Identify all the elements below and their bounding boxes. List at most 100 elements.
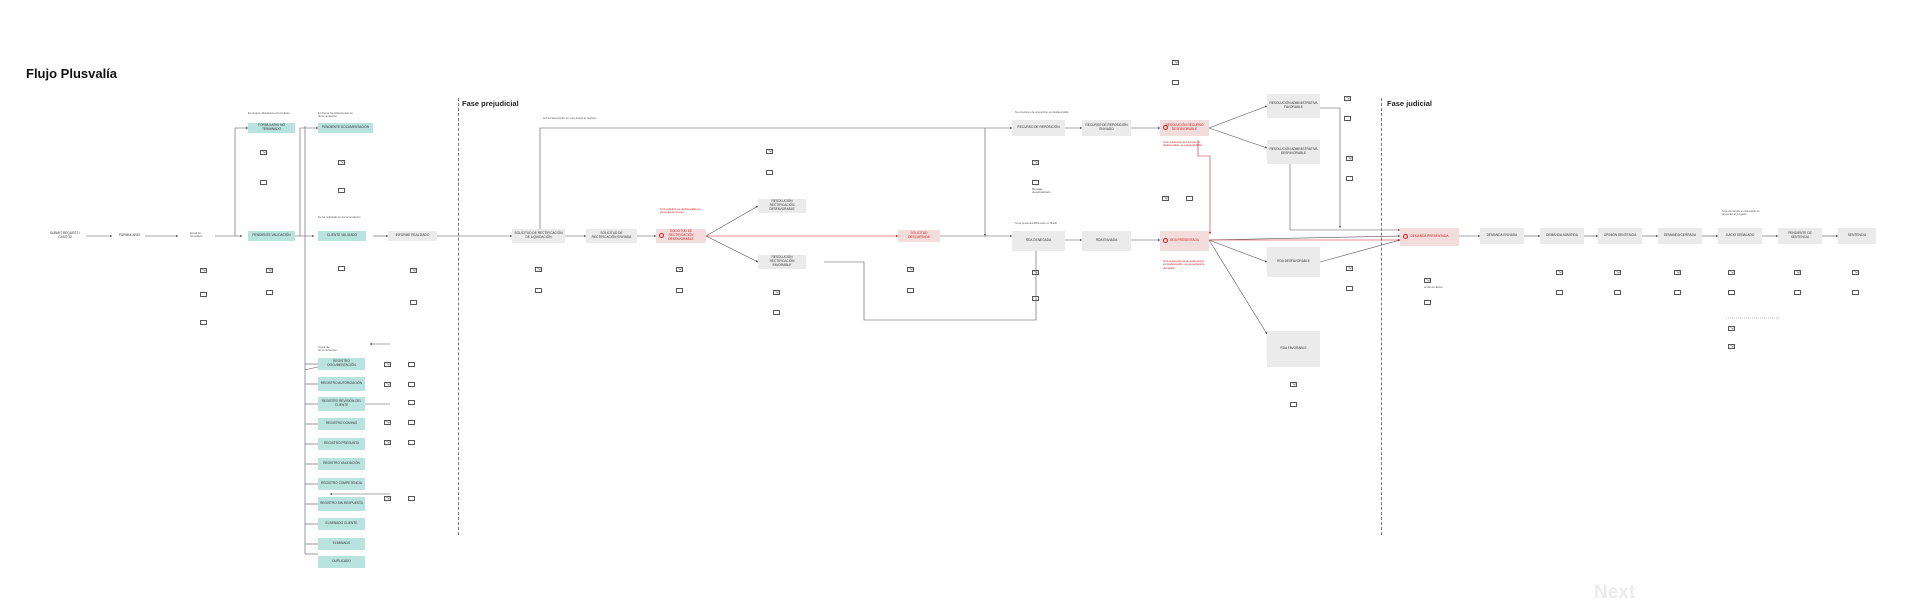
node-resolucion-admin-desfavorable[interactable]: RESOLUCIÓN ADMINISTRATIVA DESFAVORABLE bbox=[1267, 140, 1320, 164]
message-icon bbox=[200, 292, 207, 297]
node-rda-desfavorable[interactable]: RDA DESFAVORABLE bbox=[1267, 247, 1320, 277]
node-rda-presentada[interactable]: RDA PRESENTADA bbox=[1160, 231, 1209, 251]
connector bbox=[539, 126, 1013, 236]
node-duplicado[interactable]: DUPLICADO bbox=[318, 556, 365, 568]
mail-icon bbox=[384, 362, 391, 367]
node-eliminado[interactable]: ELIMINADO bbox=[318, 538, 365, 550]
message-icon bbox=[1614, 290, 1621, 295]
note-transcurrido-mes: Si ha transcurrido un mes desde el regis… bbox=[543, 116, 597, 120]
node-solicitud-descartada[interactable]: SOLICITUD DESCARTADA bbox=[898, 230, 940, 242]
node-rda-enviada[interactable]: RDA ENVIADA bbox=[1082, 231, 1131, 251]
mail-icon bbox=[1162, 196, 1169, 201]
mail-icon bbox=[535, 267, 542, 272]
node-registro-competencia[interactable]: REGISTRO COMPETENCIA bbox=[318, 478, 365, 490]
node-resolucion-desfavorable[interactable]: RESOLUCIÓN RECTIFICACIÓN DESFAVORABLE bbox=[758, 199, 806, 213]
connector bbox=[1208, 239, 1268, 335]
message-icon bbox=[408, 496, 415, 501]
node-recurso-enviado[interactable]: RECURSO DE REPOSICIÓN ENVIADO bbox=[1082, 120, 1131, 136]
note-demanda-favorable: Si la demanda es favorable se presenta a… bbox=[1722, 209, 1760, 217]
node-pendiente-validacion[interactable]: PENDIENTE VALIDACIÓN bbox=[248, 231, 295, 241]
message-icon bbox=[408, 420, 415, 425]
node-cliente-validado[interactable]: CLIENTE VALIDADO bbox=[318, 231, 366, 241]
mail-icon bbox=[1728, 326, 1735, 331]
node-registro-pregunta[interactable]: REGISTRO PREGUNTA bbox=[318, 438, 365, 450]
node-demanda-cerrada[interactable]: DEMANDA CERRADA bbox=[1658, 228, 1702, 244]
message-icon bbox=[1290, 402, 1297, 407]
mail-icon bbox=[410, 268, 417, 273]
connector bbox=[299, 126, 319, 236]
node-recurso-reposicion[interactable]: RECURSO DE REPOSICIÓN bbox=[1012, 120, 1065, 136]
node-rda-favorable[interactable]: RDA FAVORABLE bbox=[1267, 331, 1320, 367]
node-sentencia[interactable]: SENTENCIA bbox=[1838, 228, 1876, 244]
message-icon bbox=[1852, 290, 1859, 295]
mail-icon bbox=[200, 268, 207, 273]
message-icon bbox=[1172, 80, 1179, 85]
message-icon bbox=[766, 170, 773, 175]
status-marker-icon bbox=[659, 233, 664, 238]
status-marker-icon bbox=[1403, 234, 1408, 239]
node-submit-request[interactable]: SUBMIT REQUEST / CASO 30 bbox=[50, 231, 80, 239]
mail-icon bbox=[1290, 382, 1297, 387]
mail-icon bbox=[907, 267, 914, 272]
phase-divider-judicial bbox=[1381, 98, 1382, 535]
mail-icon bbox=[1674, 270, 1681, 275]
node-demanda-presentada[interactable]: DEMANDA PRESENTADA bbox=[1400, 228, 1459, 246]
node-solicitud-desfavorable[interactable]: SOLICITUD DE RECTIFICACIÓN DESFAVORABLE bbox=[656, 229, 706, 243]
node-demanda-enviada[interactable]: DEMANDA ENVIADA bbox=[1480, 228, 1524, 244]
mail-icon bbox=[773, 290, 780, 295]
caption-mensaje: Mensaje desactualizado bbox=[1032, 187, 1051, 195]
node-formulario[interactable]: FORMULARIO bbox=[118, 233, 141, 238]
node-rda-denegada[interactable]: RDA DENEGADA bbox=[1012, 231, 1065, 251]
connector bbox=[824, 245, 1038, 321]
node-demanda-admitida[interactable]: DEMANDA ADMITIDA bbox=[1540, 228, 1584, 244]
mail-icon bbox=[1614, 270, 1621, 275]
node-opinion-sentencia[interactable]: OPINIÓN SENTENCIA bbox=[1598, 228, 1642, 244]
phase-divider-prejudicial bbox=[458, 98, 459, 535]
node-resolucion-admin-favorable[interactable]: RESOLUCIÓN ADMINISTRATIVA FAVORABLE bbox=[1267, 94, 1320, 118]
message-icon bbox=[408, 362, 415, 367]
note-presenta-rda: Si la resolución del recurso es desfavor… bbox=[1163, 140, 1202, 148]
node-registro-validacion[interactable]: REGISTRO VALIDACIÓN bbox=[318, 458, 365, 470]
note-solicitud-desfavorable: Si la solicitud es desfavorable se prese… bbox=[660, 207, 701, 215]
message-icon bbox=[1674, 290, 1681, 295]
message-icon bbox=[1346, 286, 1353, 291]
node-registro-dominio[interactable]: REGISTRO DOMINIO bbox=[318, 418, 365, 430]
message-icon bbox=[1344, 116, 1351, 121]
message-icon bbox=[338, 266, 345, 271]
mail-icon bbox=[766, 149, 773, 154]
node-juicio-senalado[interactable]: JUICIO SEÑALADO bbox=[1718, 228, 1762, 244]
note-cliente-abandona: El cliente ha abandonado la documentació… bbox=[318, 111, 353, 119]
connector bbox=[705, 205, 759, 237]
connector bbox=[234, 126, 249, 236]
connector bbox=[1320, 107, 1342, 229]
node-registro-sin-respuesta[interactable]: REGISTRO SIN RESPUESTA bbox=[318, 497, 365, 511]
note-recurso-desfavorable: Si el recurso de reposición es desfavora… bbox=[1015, 110, 1069, 114]
status-marker-icon bbox=[1163, 125, 1168, 130]
node-formulario-no-terminado[interactable]: FORMULARIO NO TERMINADO bbox=[248, 123, 295, 133]
message-icon bbox=[1728, 290, 1735, 295]
message-icon bbox=[1794, 290, 1801, 295]
message-icon bbox=[1346, 176, 1353, 181]
message-icon bbox=[266, 290, 273, 295]
node-eliminado-cliente[interactable]: ELIMINADO CLIENTE bbox=[318, 518, 365, 530]
node-registro-documentacion[interactable]: REGISTRO DOCUMENTACIÓN bbox=[318, 358, 365, 370]
node-resolucion-recurso-desfavorable[interactable]: RESOLUCIÓN RECURSO DESFAVORABLE bbox=[1160, 120, 1209, 136]
note-presentara-demanda: Si la respuesta de la reclamación es des… bbox=[1163, 259, 1205, 270]
mail-icon bbox=[1556, 270, 1563, 275]
connector bbox=[1319, 239, 1401, 263]
mail-icon bbox=[1424, 278, 1431, 283]
node-pendiente-sentencia[interactable]: PENDIENTE DE SENTENCIA bbox=[1778, 228, 1822, 244]
connector bbox=[1208, 239, 1268, 263]
message-icon bbox=[260, 180, 267, 185]
node-informe-realizado[interactable]: INFORME REALIZADO bbox=[388, 231, 437, 241]
mail-icon bbox=[1032, 160, 1039, 165]
mail-icon bbox=[384, 440, 391, 445]
mail-icon bbox=[384, 382, 391, 387]
node-pendiente-documentacion[interactable]: PENDIENTE DOCUMENTACIÓN bbox=[318, 123, 373, 133]
node-solicitud-rectificacion[interactable]: SOLICITUD DE RECTIFICACIÓN DE LIQUIDACIÓ… bbox=[512, 229, 565, 243]
node-resolucion-favorable[interactable]: RESOLUCIÓN RECTIFICACIÓN FAVORABLE bbox=[758, 255, 806, 269]
node-registro-revision-cliente[interactable]: REGISTRO REVISIÓN DEL CLIENTE bbox=[318, 397, 365, 411]
node-solicitud-enviada[interactable]: SOLICITUD DE RECTIFICACIÓN ENVIADA bbox=[586, 229, 637, 243]
node-registro-autorizacion[interactable]: REGISTRO AUTORIZACIÓN bbox=[318, 377, 365, 391]
